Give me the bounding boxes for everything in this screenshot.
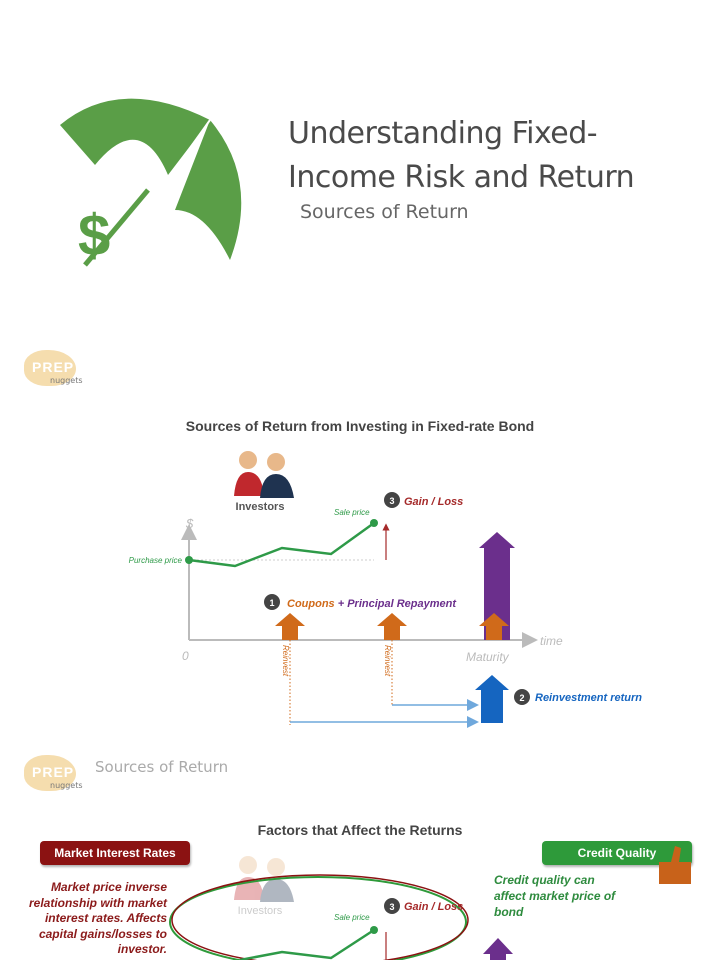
- investors-label: Investors: [236, 501, 285, 513]
- purchase-price-label: Purchase price: [129, 556, 183, 565]
- credit-quality-button[interactable]: Credit Quality: [542, 841, 692, 865]
- x-axis-label: time: [540, 634, 563, 648]
- sale-price-label: Sale price: [334, 913, 370, 922]
- svg-text:3: 3: [389, 496, 394, 506]
- market-interest-rates-button[interactable]: Market Interest Rates: [40, 841, 190, 865]
- sale-price-label: Sale price: [334, 508, 370, 517]
- svg-text:3: 3: [389, 902, 394, 912]
- umbrella-dollar-icon: $: [60, 98, 242, 268]
- faded-return-diagram: Investors Sale price 3 Gain / Loss: [169, 856, 513, 960]
- gain-loss-label: Gain / Loss: [404, 496, 463, 508]
- investors-icon: [234, 451, 294, 498]
- origin-label: 0: [182, 649, 189, 663]
- market-rates-description: Market price inverse relationship with m…: [28, 880, 167, 956]
- svg-text:$: $: [78, 203, 110, 268]
- coupons-label: Coupons + Principal Repayment: [287, 598, 457, 610]
- title-line-2: Income Risk and Return: [288, 160, 635, 195]
- slide3-header: Sources of Return: [95, 758, 229, 776]
- slide3-title: Factors that Affect the Returns: [257, 822, 463, 838]
- credit-quality-description: Credit quality can affect market price o…: [494, 873, 616, 919]
- slide2-title: Sources of Return from Investing in Fixe…: [185, 418, 535, 434]
- highlight-ellipse: [169, 876, 467, 960]
- investors-icon: [234, 856, 294, 902]
- investors-label: Investors: [238, 905, 283, 917]
- reinvest-label: Reinvest: [383, 645, 392, 677]
- svg-text:1: 1: [269, 598, 274, 608]
- reinvest-label: Reinvest: [281, 645, 290, 677]
- coupon-arrows: [275, 613, 509, 640]
- sale-price-point: [370, 519, 378, 527]
- price-line: [188, 521, 375, 568]
- y-axis-label: $: [185, 516, 194, 531]
- svg-text:2: 2: [519, 693, 524, 703]
- presentation-title: Understanding Fixed- Income Risk and Ret…: [288, 112, 635, 200]
- thumbs-up-icon: [659, 846, 691, 884]
- presentation-subtitle: Sources of Return: [300, 201, 469, 223]
- purchase-price-point: [185, 556, 193, 564]
- bond-return-diagram: Investors $ time 0 Maturity Purchase pri…: [129, 451, 642, 728]
- gain-loss-label: Gain / Loss: [404, 901, 463, 913]
- principal-arrow: [479, 532, 515, 548]
- reinvestment-arrow: [475, 675, 509, 723]
- maturity-label: Maturity: [466, 650, 510, 664]
- title-line-1: Understanding Fixed-: [288, 116, 598, 151]
- reinvestment-label: Reinvestment return: [535, 692, 642, 704]
